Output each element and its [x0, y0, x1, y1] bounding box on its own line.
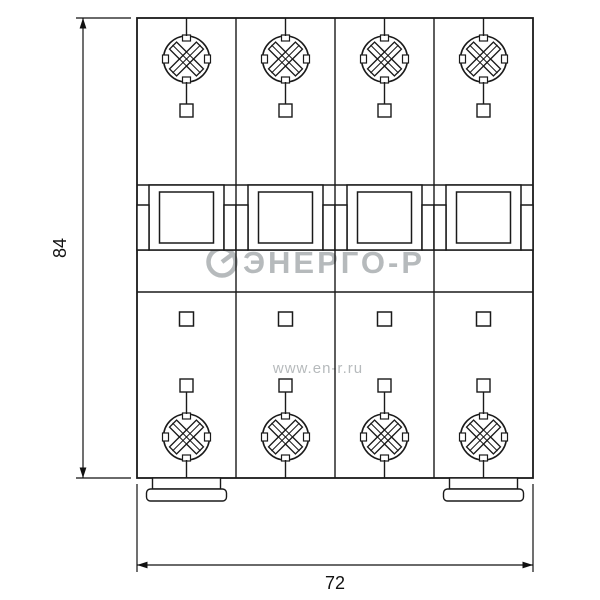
breaker-body — [136, 17, 534, 502]
indicator-window — [475, 311, 492, 327]
terminal-screw-icon — [161, 34, 212, 84]
din-rail-clip — [442, 477, 525, 502]
brand-logo-icon — [206, 246, 238, 278]
toggle-handle — [433, 184, 534, 251]
terminal-screw-icon — [458, 412, 509, 462]
height-dimension: 84 — [50, 17, 131, 479]
terminal-screw-icon — [161, 412, 212, 462]
terminal-screw-icon — [260, 34, 311, 84]
terminal-screw-icon — [359, 412, 410, 462]
terminal-screw-icon — [458, 34, 509, 84]
indicator-window — [277, 311, 294, 327]
arrowhead-left-icon — [137, 561, 148, 569]
arrowhead-down-icon — [79, 467, 87, 478]
terminal-screw-icon — [359, 34, 410, 84]
watermark-brand-text: ЭНЕРГО-Р — [243, 245, 425, 280]
terminal-screw-icon — [260, 412, 311, 462]
indicator-windows — [178, 311, 492, 327]
arrowhead-up-icon — [79, 18, 87, 29]
arrowhead-right-icon — [522, 561, 533, 569]
width-dimension-label: 72 — [325, 573, 345, 593]
watermark-url-text: www.en-r.ru — [272, 360, 363, 377]
watermark: ЭНЕРГО-Р www.en-r.ru — [206, 245, 425, 377]
height-dimension-label: 84 — [50, 238, 70, 258]
indicator-window — [178, 311, 195, 327]
indicator-window — [376, 311, 393, 327]
toggle-handle — [334, 184, 435, 251]
toggle-handle — [235, 184, 336, 251]
width-dimension: 72 — [136, 484, 534, 593]
toggle-handle — [136, 184, 237, 251]
din-rail-clips — [145, 477, 525, 502]
din-rail-clip — [145, 477, 228, 502]
